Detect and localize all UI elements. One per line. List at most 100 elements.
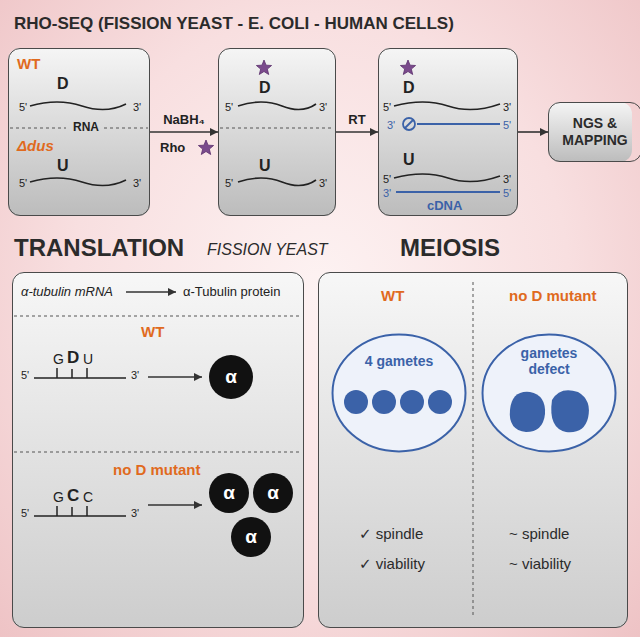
connector-arrow	[336, 131, 378, 133]
node-text: 5'	[383, 101, 391, 114]
ellipse-outline	[331, 333, 467, 453]
edge-label: RT	[348, 112, 365, 127]
edge-label: NaBH₄	[163, 112, 205, 127]
node-text: 3'	[131, 369, 139, 382]
node-text: U	[83, 351, 93, 367]
label: Rho	[160, 140, 185, 155]
node-text: D	[67, 348, 79, 368]
node-text: α	[245, 526, 257, 548]
node-text: WT	[17, 55, 40, 72]
node-text: U	[403, 151, 415, 169]
node-text: NGS & MAPPING	[549, 115, 640, 150]
node-text: 3'	[387, 119, 395, 132]
panel-ground	[318, 272, 628, 628]
node-text: 4 gametes	[331, 353, 467, 369]
node-text: 3'	[319, 101, 327, 114]
defective-gamete	[510, 390, 589, 432]
block-symbol	[403, 118, 415, 130]
node-text: 3'	[133, 101, 141, 114]
node-text: ✓ viability	[359, 555, 425, 572]
node-text: gametes defect	[509, 345, 589, 377]
ascus-ground	[331, 333, 465, 451]
node-text: cDNA	[427, 199, 462, 214]
protein-circle: α	[209, 355, 253, 399]
node-text: WT	[381, 287, 404, 304]
node-text: α	[267, 482, 279, 504]
label: TRANSLATION	[14, 234, 184, 262]
node-text: no D mutant	[113, 461, 201, 478]
node-text: 5'	[19, 177, 27, 190]
rho-star	[198, 140, 213, 155]
node-text: 5'	[21, 507, 29, 520]
meiosis-panel: WT no D mutant ✓ spindle ✓ viability ~ spind…	[318, 272, 628, 628]
node-text: D	[259, 79, 271, 97]
ascus-ellipse: gametes defect	[481, 333, 617, 453]
ellipse-outline	[483, 335, 616, 452]
node-text: α-tubulin mRNA	[21, 285, 113, 300]
dashed-divider	[14, 282, 473, 618]
rna-panel: WT D 5' 3' RNA ΔdusU 5' 3'	[8, 48, 150, 216]
translation-panel: α-tubulin mRNAα-Tubulin proteinWTGDU5'3'…	[12, 272, 304, 628]
rt-panel: D5'3'3'5'U5'3'3'5'cDNA	[378, 48, 518, 216]
rho-star	[400, 60, 415, 75]
node-text: 3'	[503, 173, 511, 186]
node-text: C	[83, 489, 93, 505]
label: FISSION YEAST	[207, 241, 328, 259]
panel-ground	[8, 48, 150, 216]
node-text: ~ spindle	[509, 525, 569, 542]
arrow	[148, 376, 202, 377]
connector-arrow	[518, 131, 548, 133]
node-text: α	[223, 482, 235, 504]
cdna-strand	[396, 124, 500, 192]
rho-star	[256, 60, 271, 75]
node-text: 3'	[131, 507, 139, 520]
label: MEIOSIS	[400, 234, 500, 262]
node-text: 5'	[503, 119, 511, 132]
protein-circle: α	[253, 473, 293, 513]
node-text: 3'	[503, 101, 511, 114]
arrow	[148, 504, 202, 505]
node-text: D	[57, 75, 69, 93]
protein-circle: α	[231, 517, 271, 557]
mrna-strand	[34, 368, 126, 516]
node-text: 5'	[503, 187, 511, 200]
node-text: Δdus	[17, 137, 54, 154]
node-text: U	[259, 157, 271, 175]
node-text: 5'	[19, 101, 27, 114]
ascus-ground	[481, 333, 615, 451]
panel-ground	[218, 48, 336, 216]
ellipse-outline	[333, 335, 466, 452]
rna-strand	[30, 102, 500, 186]
node-text: ✓ spindle	[359, 525, 423, 542]
node-text: 3'	[319, 177, 327, 190]
node-text: 5'	[383, 173, 391, 186]
panel-ground	[378, 48, 518, 216]
node-text: RNA	[73, 121, 99, 135]
node-text: no D mutant	[509, 287, 597, 304]
node-text: α	[225, 366, 237, 388]
panel-ground	[12, 272, 304, 628]
arrow	[126, 291, 176, 292]
node-text: U	[57, 157, 69, 175]
node-text: D	[403, 79, 415, 97]
node-text: α-Tubulin protein	[183, 285, 280, 300]
node-text: 5'	[225, 177, 233, 190]
title: RHO-SEQ (FISSION YEAST - E. COLI - HUMAN…	[14, 14, 454, 34]
protein-circle: α	[209, 473, 249, 513]
dashed-divider	[10, 128, 334, 129]
node-text: ~ viability	[509, 555, 571, 572]
node-text: G	[53, 351, 64, 367]
node-text: G	[53, 489, 64, 505]
node-text: 3'	[133, 177, 141, 190]
node-text: WT	[141, 323, 164, 340]
node-text: C	[67, 486, 79, 506]
connector-arrow	[150, 131, 218, 133]
ngs-box: NGS & MAPPING	[548, 102, 640, 162]
node-text: 5'	[225, 101, 233, 114]
node-text: 3'	[383, 187, 391, 200]
ascus-ellipse: 4 gametes	[331, 333, 467, 453]
node-text: 5'	[21, 369, 29, 382]
labeling-panel: D 5' 3' U 5' 3'	[218, 48, 336, 216]
gamete	[344, 390, 452, 414]
